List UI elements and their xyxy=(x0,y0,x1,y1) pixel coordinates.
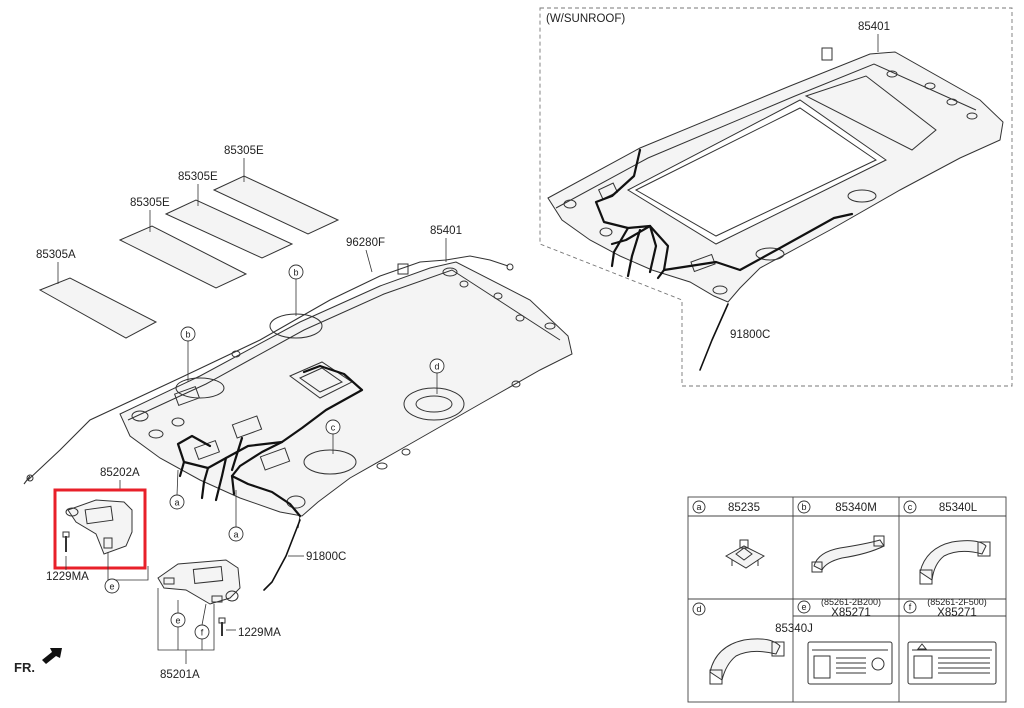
label-85401-main: 85401 xyxy=(430,225,462,237)
svg-text:b: b xyxy=(185,330,190,340)
callout-e-1: e xyxy=(104,552,149,594)
svg-text:a: a xyxy=(233,530,238,540)
grab-handle-85340j-icon xyxy=(709,638,785,685)
svg-text:d: d xyxy=(434,362,439,372)
svg-text:e: e xyxy=(801,602,806,612)
svg-text:f: f xyxy=(909,602,912,612)
warning-sticker-f-icon xyxy=(907,641,997,685)
label-85202a: 85202A xyxy=(100,467,140,479)
svg-text:85235: 85235 xyxy=(728,502,760,514)
svg-text:f: f xyxy=(201,628,204,638)
label-85305e-3: 85305E xyxy=(224,145,264,157)
label-85201a: 85201A xyxy=(160,669,200,681)
svg-text:X85271: X85271 xyxy=(831,607,871,619)
svg-text:a: a xyxy=(696,502,701,512)
highlight-box xyxy=(53,488,147,570)
grab-handle-85340m-icon xyxy=(811,535,885,573)
svg-text:85340M: 85340M xyxy=(835,502,877,514)
svg-text:b: b xyxy=(801,502,806,512)
label-sticker-e-icon xyxy=(807,641,893,685)
svg-text:(85261-2F500): (85261-2F500) xyxy=(927,597,987,607)
label-85305e-1: 85305E xyxy=(130,197,170,209)
main-headliner xyxy=(119,261,573,529)
callout-f: f xyxy=(194,603,210,640)
callout-b-2: b xyxy=(180,326,196,382)
svg-text:c: c xyxy=(331,423,336,433)
wire-91800c-top xyxy=(699,303,729,371)
svg-text:e: e xyxy=(109,582,114,592)
svg-text:(85261-2B200): (85261-2B200) xyxy=(821,597,881,607)
sunroof-inset-label: (W/SUNROOF) xyxy=(546,13,625,25)
svg-text:FR.: FR. xyxy=(14,660,35,675)
sunroof-headliner xyxy=(547,47,1004,303)
clip-85235-icon xyxy=(725,539,765,569)
sunvisor-right xyxy=(157,559,241,605)
roof-pads xyxy=(38,175,340,339)
label-85305a: 85305A xyxy=(36,249,76,261)
callout-e-2: e xyxy=(170,600,186,628)
grab-handle-85340l-icon xyxy=(919,540,991,585)
label-96280f: 96280F xyxy=(346,237,385,249)
label-91800c-top: 91800C xyxy=(730,329,770,341)
label-85401-top: 85401 xyxy=(858,21,890,33)
svg-text:c: c xyxy=(908,502,913,512)
callout-d: d xyxy=(429,358,445,394)
svg-text:b: b xyxy=(293,268,298,278)
label-85305e-2: 85305E xyxy=(178,171,218,183)
svg-text:a: a xyxy=(174,498,179,508)
label-91800c-main: 91800C xyxy=(306,551,346,563)
svg-text:e: e xyxy=(175,616,180,626)
svg-text:85340J: 85340J xyxy=(775,623,813,635)
trim-96280f xyxy=(27,255,509,481)
callout-c: c xyxy=(325,419,341,454)
svg-text:X85271: X85271 xyxy=(937,607,977,619)
label-1229ma-left: 1229MA xyxy=(46,571,89,583)
svg-text:85340L: 85340L xyxy=(939,502,978,514)
callout-b-1: b xyxy=(288,264,304,316)
front-indicator: FR. xyxy=(14,648,62,675)
label-1229ma-right: 1229MA xyxy=(238,627,281,639)
sunvisor-left xyxy=(62,499,133,555)
legend-table: a 85235 b 85340M c 85340L d 85340J xyxy=(687,496,1007,703)
callout-a-2: a xyxy=(228,490,244,542)
svg-text:d: d xyxy=(696,604,701,614)
wire-91800c-main xyxy=(263,519,301,591)
sunroof-inset-border xyxy=(539,7,1013,387)
callout-a-1: a xyxy=(169,469,185,510)
